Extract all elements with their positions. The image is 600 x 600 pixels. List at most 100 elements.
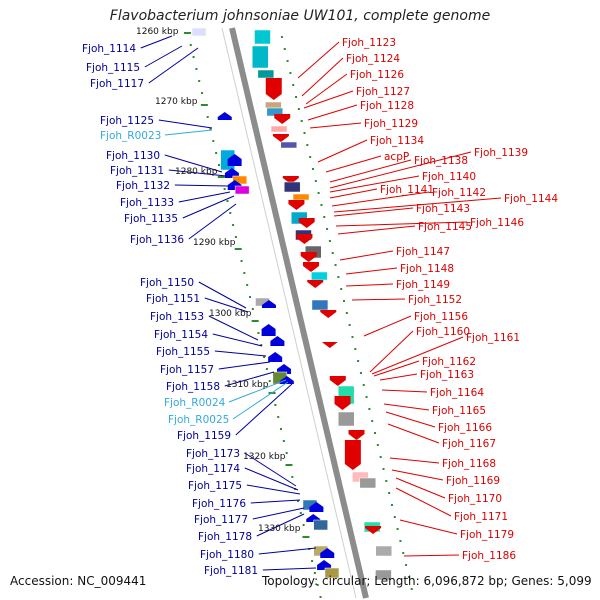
forward-gene bbox=[254, 29, 271, 45]
gene-label-left: Fjoh_1178 bbox=[198, 531, 252, 543]
label-leader bbox=[256, 513, 305, 537]
tick-mark bbox=[357, 360, 360, 362]
label-leader bbox=[158, 119, 213, 129]
tick-mark bbox=[234, 236, 237, 238]
reverse-gene bbox=[270, 336, 285, 346]
tick-mark bbox=[388, 492, 391, 494]
tick-mark bbox=[354, 348, 357, 350]
gene-label-right: Fjoh_1179 bbox=[460, 529, 514, 541]
tick-mark bbox=[295, 96, 298, 98]
tick-mark bbox=[206, 116, 209, 118]
gene-label-right: Fjoh_1171 bbox=[454, 511, 508, 523]
forward-gene bbox=[282, 176, 299, 184]
left-tick-track bbox=[183, 32, 322, 598]
tick-mark bbox=[249, 296, 252, 298]
label-leader bbox=[399, 519, 458, 535]
tick-mark bbox=[340, 288, 343, 290]
gene-label-left: Fjoh_R0025 bbox=[168, 414, 229, 426]
label-leader bbox=[148, 47, 199, 84]
label-leader bbox=[387, 423, 440, 444]
label-leader bbox=[317, 139, 368, 163]
tick-mark bbox=[320, 204, 323, 206]
scale-label: 1300 kbp bbox=[209, 309, 252, 319]
gene-label-right: Fjoh_1143 bbox=[416, 203, 470, 215]
scale-label: 1320 kbp bbox=[243, 452, 286, 462]
reverse-gene bbox=[268, 352, 283, 362]
right-tick-track bbox=[280, 36, 413, 590]
tick-mark bbox=[396, 528, 399, 530]
tick-mark bbox=[243, 272, 246, 274]
label-leader bbox=[224, 371, 275, 387]
gene-label-right: Fjoh_1134 bbox=[370, 135, 424, 147]
gene-label-right: Fjoh_1162 bbox=[422, 356, 476, 368]
gene-label-left: Fjoh_1157 bbox=[160, 364, 214, 376]
accession-text: Accession: NC_009441 bbox=[10, 574, 147, 588]
label-leader bbox=[345, 267, 398, 275]
gene-label-right: Fjoh_1166 bbox=[438, 422, 492, 434]
forward-gene bbox=[288, 200, 305, 210]
forward-gene bbox=[375, 545, 393, 557]
tick-mark bbox=[280, 36, 283, 38]
tick-mark bbox=[410, 588, 413, 590]
tick-mark bbox=[313, 572, 316, 574]
gene-label-right: Fjoh_1163 bbox=[420, 369, 474, 381]
forward-gene bbox=[272, 134, 289, 142]
gene-label-right: Fjoh_1168 bbox=[442, 458, 496, 470]
gene-label-right: Fjoh_1186 bbox=[462, 550, 516, 562]
forward-gene bbox=[365, 526, 382, 534]
tick-mark bbox=[302, 536, 310, 538]
label-leader bbox=[381, 389, 428, 393]
forward-gene bbox=[274, 114, 291, 124]
tick-mark bbox=[334, 264, 337, 266]
tick-mark bbox=[217, 176, 225, 178]
backbone-shadow bbox=[221, 27, 357, 599]
gene-label-left: Fjoh_1117 bbox=[90, 78, 144, 90]
gene-label-left: Fjoh_1132 bbox=[116, 180, 170, 192]
scale-label: 1330 kbp bbox=[258, 524, 301, 534]
reverse-gene bbox=[234, 185, 250, 195]
gene-label-right: Fjoh_1140 bbox=[422, 171, 476, 183]
forward-gene bbox=[251, 45, 269, 69]
scale-label: 1280 kbp bbox=[175, 167, 218, 177]
map-title: Flavobacterium johnsoniae UW101, complet… bbox=[109, 8, 491, 24]
forward-gene bbox=[296, 234, 313, 244]
forward-gene bbox=[329, 376, 346, 386]
forward-gene bbox=[307, 280, 324, 288]
label-leader bbox=[297, 41, 340, 79]
reverse-gene bbox=[261, 300, 276, 308]
gene-label-left: Fjoh_1159 bbox=[177, 430, 231, 442]
forward-gene bbox=[280, 141, 298, 149]
reverse-gene bbox=[279, 376, 294, 384]
label-leader bbox=[363, 315, 412, 337]
tick-mark bbox=[232, 224, 235, 226]
gene-label-right: Fjoh_1165 bbox=[432, 405, 486, 417]
gene-label-left: Fjoh_1131 bbox=[110, 165, 164, 177]
gene-label-right: Fjoh_1170 bbox=[448, 493, 502, 505]
label-leader bbox=[168, 169, 227, 177]
reverse-gene bbox=[276, 364, 291, 374]
tick-mark bbox=[348, 324, 351, 326]
gene-label-right: Fjoh_1167 bbox=[442, 438, 496, 450]
tick-mark bbox=[268, 380, 271, 382]
label-leader bbox=[305, 73, 348, 105]
tick-mark bbox=[283, 48, 286, 50]
gene-label-right: Fjoh_1147 bbox=[396, 246, 450, 258]
tick-mark bbox=[323, 216, 326, 218]
tick-mark bbox=[319, 596, 322, 598]
forward-gene bbox=[334, 396, 351, 410]
gene-label-right: Fjoh_1124 bbox=[346, 53, 400, 65]
label-leader bbox=[178, 191, 231, 203]
reverse-gene bbox=[324, 567, 340, 579]
gene-label-left: Fjoh_1176 bbox=[192, 498, 246, 510]
gene-label-right: Fjoh_1152 bbox=[408, 294, 462, 306]
tick-mark bbox=[382, 468, 385, 470]
label-leader bbox=[329, 159, 412, 183]
forward-gene bbox=[359, 477, 377, 489]
gene-label-right: Fjoh_1123 bbox=[342, 37, 396, 49]
gene-label-left: Fjoh_1158 bbox=[166, 381, 220, 393]
reverse-gene bbox=[320, 548, 335, 558]
scale-label: 1260 kbp bbox=[136, 27, 179, 37]
label-leader bbox=[164, 129, 213, 136]
label-leader bbox=[369, 330, 414, 373]
gene-label-left: Fjoh_1151 bbox=[146, 293, 200, 305]
